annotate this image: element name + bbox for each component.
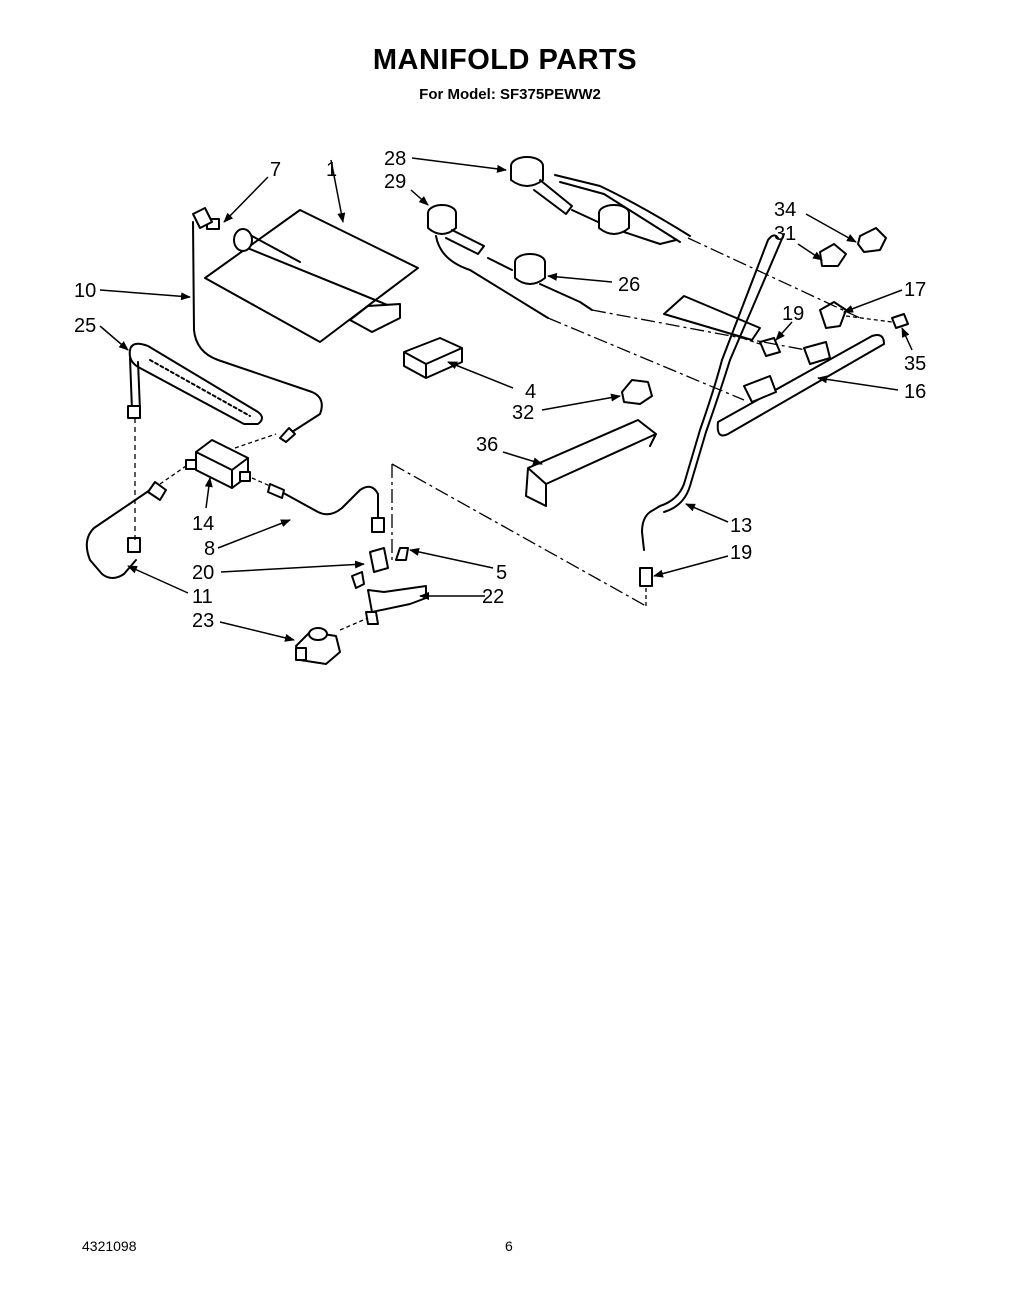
part-7-fitting [192, 207, 220, 230]
callout-20: 20 [192, 562, 214, 584]
burner-26a [571, 204, 677, 245]
leader-8 [217, 519, 291, 549]
callout-19a: 19 [782, 303, 804, 325]
callout-8: 8 [204, 538, 215, 560]
knob-32 [621, 379, 653, 405]
leader-32 [541, 393, 621, 411]
callout-5: 5 [496, 562, 507, 584]
callout-36: 36 [476, 434, 498, 456]
knob-34 [857, 227, 887, 253]
part-25-broil-burner [127, 342, 263, 425]
part-13-tube [641, 234, 779, 551]
callout-16: 16 [904, 381, 926, 403]
callout-labels: 1 7 10 25 28 29 26 34 31 17 19 35 16 4 3… [74, 148, 926, 632]
callout-26: 26 [618, 274, 640, 296]
callout-28: 28 [384, 148, 406, 170]
knob-31 [819, 243, 847, 267]
callout-4: 4 [525, 381, 536, 403]
burner-26b [487, 253, 593, 311]
leader-14 [204, 477, 213, 509]
callout-11: 11 [192, 586, 213, 608]
callout-23: 23 [192, 610, 214, 632]
callout-25: 25 [74, 315, 96, 337]
part-10-tube [192, 221, 323, 433]
callout-31: 31 [774, 223, 796, 245]
callout-7: 7 [270, 159, 281, 181]
part-23-regulator [295, 627, 341, 665]
burner-29 [427, 204, 549, 319]
leader-35 [901, 327, 913, 351]
leader-28 [411, 157, 507, 173]
part-36-shield [525, 419, 657, 507]
leader-26 [547, 272, 613, 283]
leader-10 [99, 289, 191, 301]
callout-32: 32 [512, 402, 534, 424]
part-14-safety-valve [185, 439, 251, 489]
leader-13 [685, 503, 729, 523]
leader-20 [220, 560, 365, 573]
part-8-tube [277, 485, 379, 521]
leader-1 [330, 159, 346, 223]
leader-5 [409, 547, 494, 569]
part-19-fitting [759, 337, 781, 357]
part-16-manifold [663, 295, 885, 437]
document-number: 4321098 [82, 1238, 137, 1254]
leader-31 [797, 243, 823, 261]
callout-34: 34 [774, 199, 796, 221]
leader-4 [447, 361, 514, 389]
part-17-valve [819, 301, 847, 329]
callout-19b: 19 [730, 542, 752, 564]
part-4-bracket [403, 337, 463, 379]
leader-29 [410, 189, 429, 206]
callout-14: 14 [192, 513, 214, 535]
leader-16 [817, 375, 899, 391]
burner-28 [510, 156, 691, 243]
leader-11 [127, 565, 189, 594]
part-20-22-valve-bracket [351, 547, 427, 625]
page-number: 6 [505, 1238, 513, 1254]
leader-17 [843, 289, 903, 313]
callout-22: 22 [482, 586, 504, 608]
page-title: MANIFOLD PARTS [372, 44, 638, 76]
part-1-shield [204, 209, 419, 343]
leader-25 [99, 325, 129, 351]
part-35-fitting [891, 313, 909, 329]
callout-35: 35 [904, 353, 926, 375]
part-11-tube [85, 489, 151, 579]
callout-10: 10 [74, 280, 96, 302]
leader-19a [775, 321, 793, 341]
leader-19b [653, 555, 729, 578]
callout-1: 1 [326, 159, 337, 181]
callout-17: 17 [904, 279, 926, 301]
callout-13: 13 [730, 515, 752, 537]
callout-29: 29 [384, 171, 406, 193]
leader-lines [99, 157, 913, 642]
leader-23 [219, 621, 295, 642]
leader-7 [223, 176, 269, 223]
leader-34 [805, 213, 857, 243]
leader-36 [502, 451, 543, 466]
model-subtitle: For Model: SF375PEWW2 [419, 86, 601, 103]
